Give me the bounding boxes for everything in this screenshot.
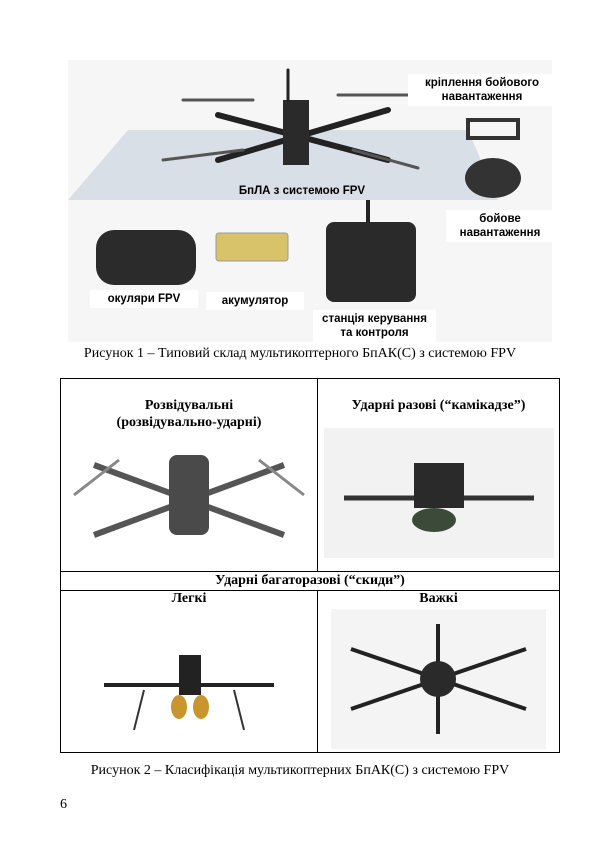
figure-1-image: кріплення бойового навантаження БпЛА з с… <box>68 60 556 342</box>
label-battery: акумулятор <box>206 292 304 310</box>
figure-2-caption: Рисунок 2 – Класифікація мультикоптерних… <box>90 763 510 778</box>
cell-recon: Розвідувальні (розвідувально-ударні) <box>60 378 318 572</box>
page-number: 6 <box>60 797 67 812</box>
recon-drone-image <box>73 455 305 538</box>
light-drone-image <box>104 655 274 731</box>
label-payload-mount: кріплення бойового навантаження <box>408 74 556 106</box>
battery-graphic <box>215 232 289 262</box>
kamikaze-heading: Ударні разові (“камікадзе”) <box>351 398 526 413</box>
controller-graphic <box>326 222 416 302</box>
cell-heavy: Важкі <box>317 590 560 753</box>
fpv-components-illustration <box>68 68 521 302</box>
label-fpv-drone: БпЛА з системою FPV <box>238 185 366 197</box>
label-payload: бойове навантаження <box>446 210 554 242</box>
recon-heading: Розвідувальні (розвідувально-ударні) <box>116 398 262 430</box>
cell-light: Легкі <box>60 590 318 753</box>
heavy-drone-image <box>331 609 546 749</box>
light-heading: Легкі <box>171 591 207 606</box>
label-goggles: окуляри FPV <box>90 290 198 308</box>
fpv-drone-graphic <box>161 68 420 170</box>
mount-graphic <box>466 118 520 140</box>
payload-graphic <box>465 158 521 198</box>
classification-table: Розвідувальні (розвідувально-ударні) Уда… <box>60 378 560 753</box>
label-control-station: станція керування та контроля <box>313 310 436 342</box>
reusable-heading: Ударні багаторазові (“скиди”) <box>60 571 560 591</box>
kamikaze-drone-image <box>323 428 554 558</box>
heavy-heading: Важкі <box>419 591 458 606</box>
figure-1-caption: Рисунок 1 – Типовий склад мультикоптерно… <box>83 346 517 361</box>
cell-kamikaze: Ударні разові (“камікадзе”) <box>317 378 560 572</box>
goggles-graphic <box>96 230 196 285</box>
